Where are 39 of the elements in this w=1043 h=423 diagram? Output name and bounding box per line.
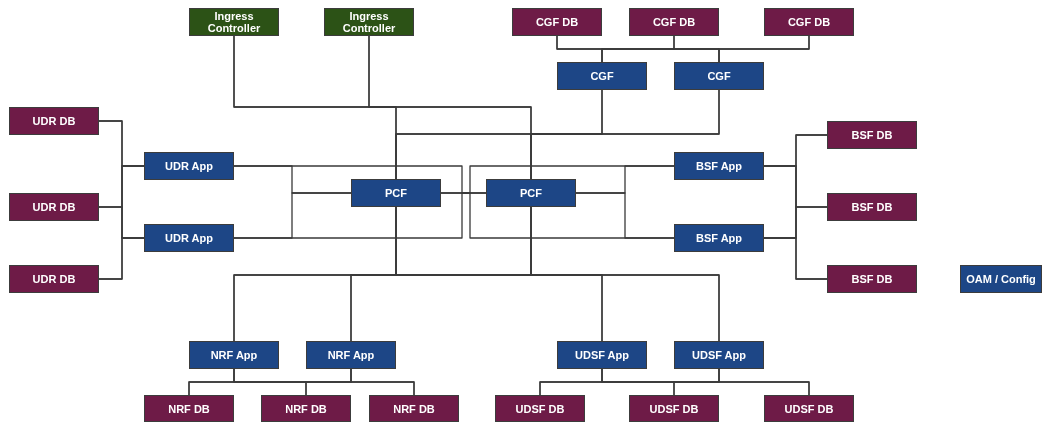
service-box: UDSF App — [557, 341, 647, 369]
service-box: PCF — [486, 179, 576, 207]
service-box: UDR App — [144, 152, 234, 180]
database-box: UDR DB — [9, 265, 99, 293]
service-box: BSF App — [674, 224, 764, 252]
database-box: CGF DB — [512, 8, 602, 36]
service-box: PCF — [351, 179, 441, 207]
service-box: UDSF App — [674, 341, 764, 369]
service-box: CGF — [557, 62, 647, 90]
database-box: UDSF DB — [764, 395, 854, 422]
connector-line — [763, 237, 828, 280]
database-box: BSF DB — [827, 121, 917, 149]
controller-box: Ingress Controller — [324, 8, 414, 36]
connector-line — [718, 35, 810, 63]
database-box: BSF DB — [827, 193, 917, 221]
service-box: BSF App — [674, 152, 764, 180]
database-box: UDSF DB — [629, 395, 719, 422]
service-box: NRF App — [306, 341, 396, 369]
database-box: BSF DB — [827, 265, 917, 293]
database-box: NRF DB — [144, 395, 234, 422]
connector-line — [233, 192, 487, 239]
service-box: CGF — [674, 62, 764, 90]
database-box: UDR DB — [9, 193, 99, 221]
service-box: UDR App — [144, 224, 234, 252]
controller-box: Ingress Controller — [189, 8, 279, 36]
service-box: NRF App — [189, 341, 279, 369]
database-box: NRF DB — [261, 395, 351, 422]
database-box: UDSF DB — [495, 395, 585, 422]
database-box: NRF DB — [369, 395, 459, 422]
connector-line — [530, 89, 720, 180]
database-box: CGF DB — [764, 8, 854, 36]
connector-line — [718, 368, 810, 396]
database-box: UDR DB — [9, 107, 99, 135]
connector-line — [350, 368, 415, 396]
service-box: OAM / Config — [960, 265, 1042, 293]
connector-line — [530, 206, 720, 342]
database-box: CGF DB — [629, 8, 719, 36]
connector-line — [98, 237, 145, 280]
connector-line — [575, 192, 675, 239]
